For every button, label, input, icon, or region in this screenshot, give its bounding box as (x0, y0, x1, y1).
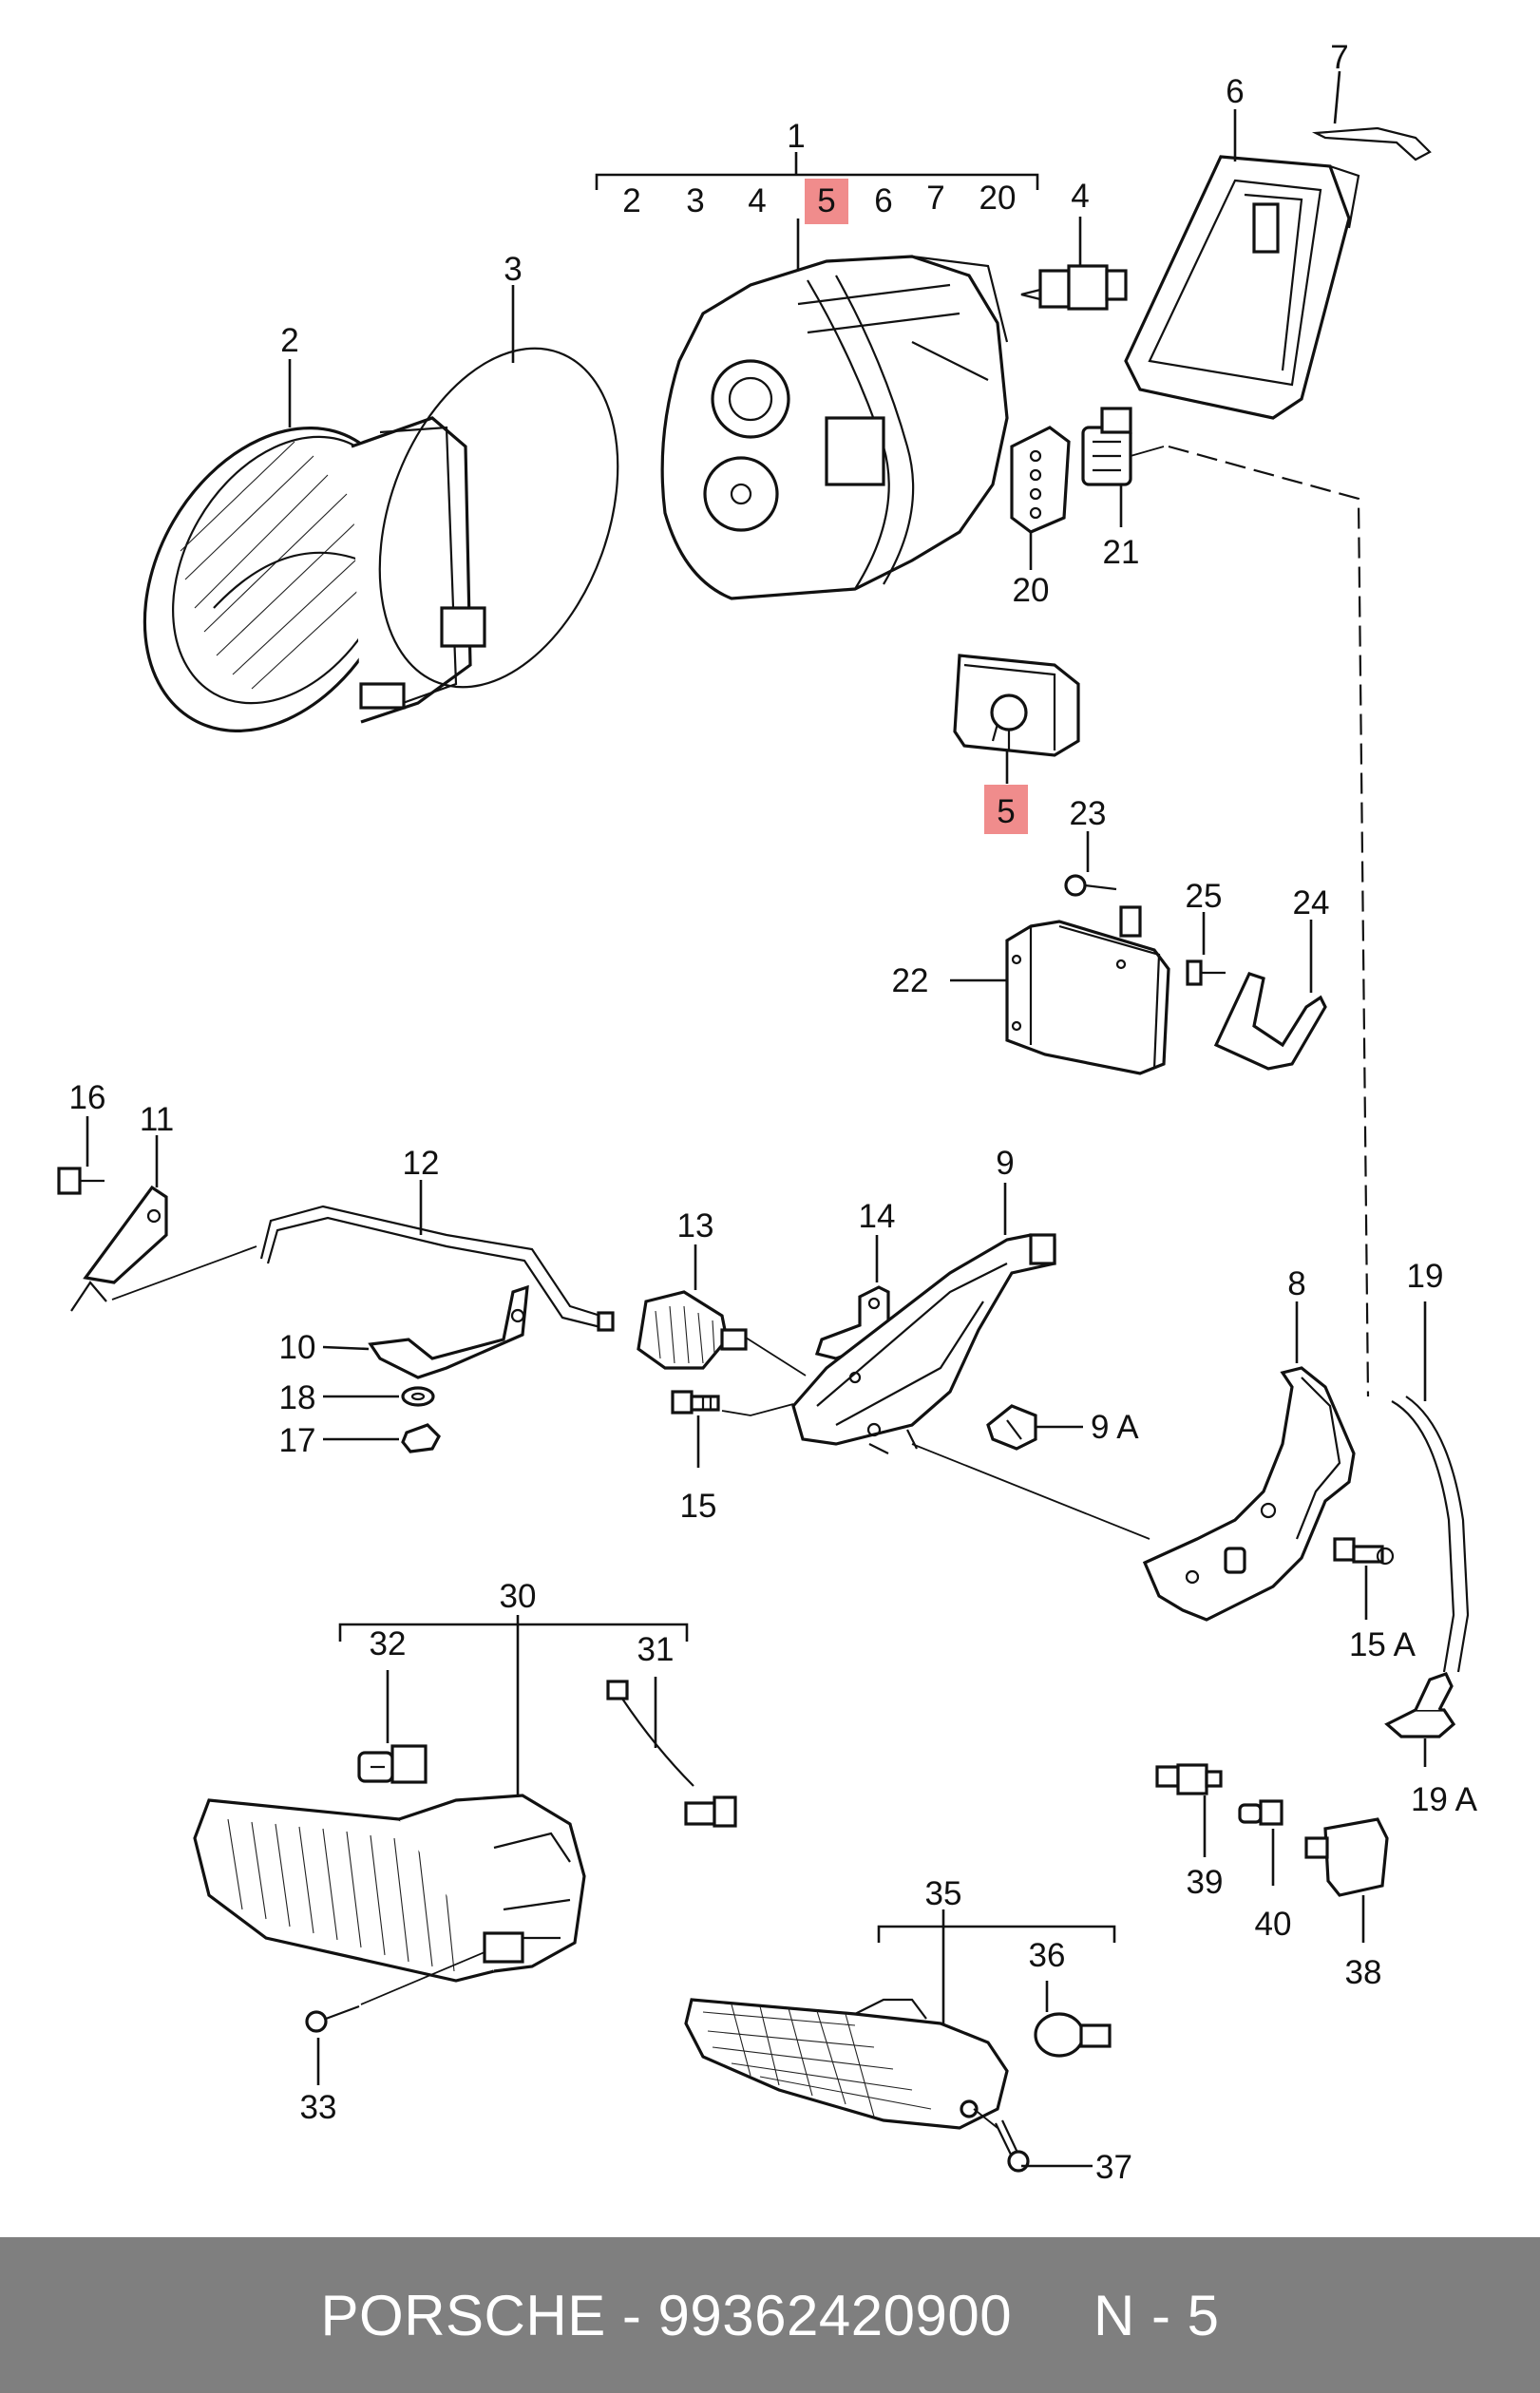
callout-24: 24 (1293, 884, 1330, 921)
highlight-box (805, 179, 848, 224)
bolt-15 (671, 1390, 720, 1415)
callout-30: 30 (500, 1578, 537, 1615)
callout-16: 16 (69, 1079, 106, 1116)
callout-18: 18 (279, 1379, 316, 1416)
callout-38: 38 (1345, 1954, 1382, 1991)
wire-socket-31 (606, 1680, 737, 1828)
bracket-11 (83, 1185, 168, 1284)
footer-text: PORSCHE - 99362420900 N - 5 (320, 2283, 1220, 2347)
callout-8: 8 (1287, 1265, 1305, 1302)
callout-13: 13 (677, 1207, 714, 1244)
group1-item: 3 (686, 182, 704, 219)
bracket-24 (1213, 972, 1327, 1071)
side-marker-38 (1304, 1817, 1389, 1897)
callout-32: 32 (370, 1625, 407, 1662)
plug-21 (1081, 407, 1165, 486)
footer-bar: PORSCHE - 99362420900 N - 5 (0, 2237, 1540, 2393)
bolt-16 (57, 1167, 105, 1195)
group1-item: 4 (748, 182, 766, 219)
group1-item-highlighted: 5 (817, 182, 835, 219)
parts-diagram: 1 2 3 4 5 6 7 20 2 3 (57, 39, 1478, 2186)
highlight-box (984, 785, 1028, 834)
callout-36: 36 (1029, 1937, 1066, 1974)
bulb-40 (1238, 1799, 1283, 1826)
callout-15: 15 (680, 1488, 717, 1525)
bulb-36 (1034, 2012, 1112, 2058)
callout-12: 12 (403, 1145, 440, 1182)
connector-20 (1010, 426, 1071, 534)
bulb-boot-5 (953, 654, 1080, 757)
lever-10 (368, 1284, 529, 1379)
callout-11: 11 (140, 1101, 174, 1138)
callout-3: 3 (504, 251, 522, 288)
callout-17: 17 (279, 1422, 316, 1459)
callout-4: 4 (1071, 178, 1089, 215)
group1-item: 6 (874, 182, 892, 219)
screw-37 (960, 2099, 1030, 2173)
callout-35: 35 (925, 1875, 962, 1912)
callout-40: 40 (1255, 1906, 1292, 1943)
callout-15a: 15 A (1349, 1626, 1416, 1663)
clip-9a (986, 1404, 1037, 1451)
screw-25 (1186, 959, 1226, 986)
headlamp-lens (143, 416, 486, 732)
callout-25: 25 (1186, 878, 1223, 915)
callout-33: 33 (300, 2089, 337, 2126)
washer-18 (401, 1386, 435, 1407)
callout-31: 31 (637, 1631, 675, 1668)
rod-12 (259, 1205, 615, 1332)
turn-signal (684, 1998, 1009, 2130)
callout-6: 6 (1226, 73, 1244, 110)
wire-clip (1311, 126, 1432, 161)
support-bracket-8 (1142, 1366, 1356, 1622)
group1-item: 2 (622, 182, 640, 219)
callout-20: 20 (1013, 572, 1050, 609)
callout-19: 19 (1407, 1258, 1444, 1295)
main-bracket-9 (791, 1233, 1056, 1454)
group1-item: 20 (979, 180, 1017, 217)
callout-5-highlighted: 5 (997, 793, 1015, 830)
callout-37: 37 (1095, 2149, 1132, 2186)
group1-item: 7 (926, 180, 944, 217)
screw-33 (305, 2004, 360, 2033)
seal-ring (378, 347, 619, 689)
callout-22: 22 (892, 962, 929, 999)
bolt-15a (1333, 1537, 1395, 1566)
callout-39: 39 (1187, 1864, 1224, 1901)
nozzle-19a (1384, 1672, 1456, 1738)
adjuster-13 (637, 1290, 748, 1370)
bulb-32 (357, 1744, 428, 1784)
callout-9: 9 (996, 1145, 1014, 1182)
callout-2: 2 (280, 322, 298, 359)
bulb-holder-39 (1155, 1763, 1223, 1795)
callout-9a: 9 A (1091, 1409, 1139, 1446)
bulb-4 (1020, 264, 1128, 311)
callout-23: 23 (1070, 795, 1107, 832)
cover-frame (1124, 155, 1360, 420)
callout-10: 10 (279, 1329, 316, 1366)
callout-19a: 19 A (1411, 1781, 1478, 1818)
callout-7: 7 (1330, 39, 1348, 76)
screw-23 (1064, 874, 1117, 897)
callout-21: 21 (1103, 534, 1140, 571)
nut-17 (401, 1423, 441, 1453)
callout-1: 1 (787, 118, 805, 155)
hose-19 (1391, 1400, 1455, 1673)
fog-light (193, 1794, 586, 1983)
callout-14: 14 (859, 1198, 896, 1235)
control-unit-22 (1005, 905, 1170, 1075)
headlamp-housing (660, 255, 1009, 600)
